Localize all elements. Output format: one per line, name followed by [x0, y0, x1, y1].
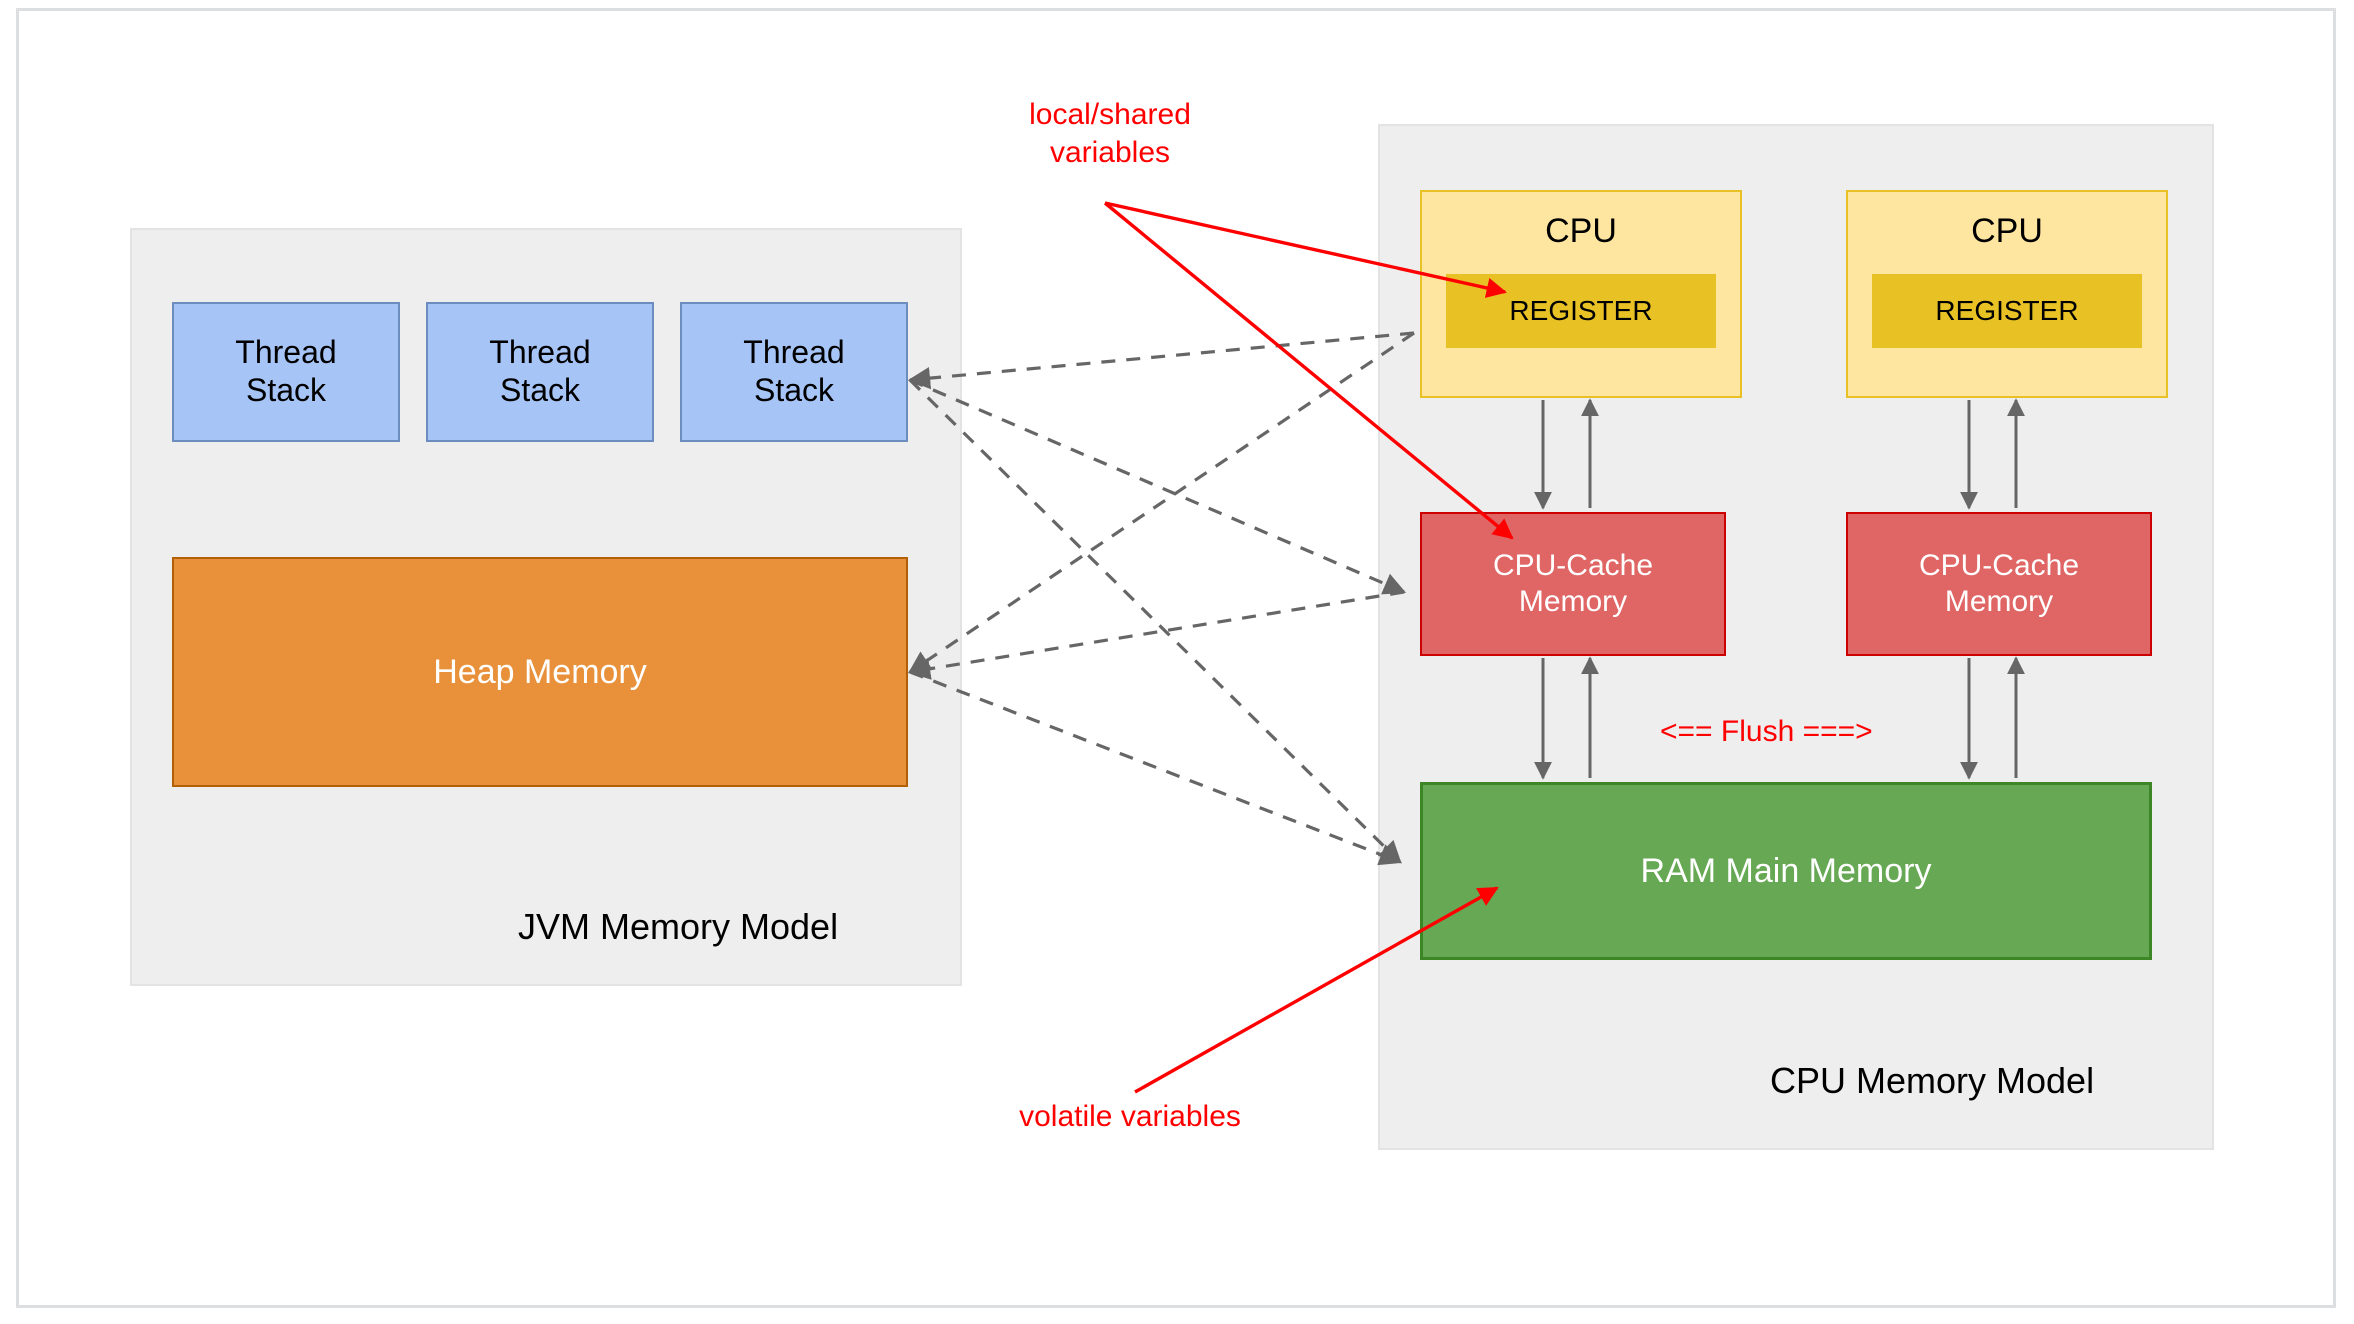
volatile-variables-annotation: volatile variables	[1019, 1100, 1241, 1133]
cpu-box: CPU REGISTER	[1420, 190, 1742, 398]
cpu-label: CPU	[1545, 212, 1617, 250]
thread-stack-box: Thread Stack	[426, 302, 654, 442]
thread-stack-box: Thread Stack	[680, 302, 908, 442]
local-shared-variables-annotation: local/shared variables	[1029, 98, 1191, 169]
jvm-memory-model-title: JVM Memory Model	[518, 906, 839, 947]
cpu-cache-memory-box: CPU-Cache Memory	[1420, 512, 1726, 656]
register-box: REGISTER	[1872, 274, 2142, 348]
ram-main-memory-box: RAM Main Memory	[1420, 782, 2152, 960]
cpu-box: CPU REGISTER	[1846, 190, 2168, 398]
cpu-memory-model-title: CPU Memory Model	[1770, 1060, 2095, 1101]
cpu-cache-memory-box: CPU-Cache Memory	[1846, 512, 2152, 656]
register-box: REGISTER	[1446, 274, 1716, 348]
flush-annotation: <== Flush ===>	[1660, 715, 1873, 748]
thread-stack-box: Thread Stack	[172, 302, 400, 442]
cpu-label: CPU	[1971, 212, 2043, 250]
heap-memory-box: Heap Memory	[172, 557, 908, 787]
